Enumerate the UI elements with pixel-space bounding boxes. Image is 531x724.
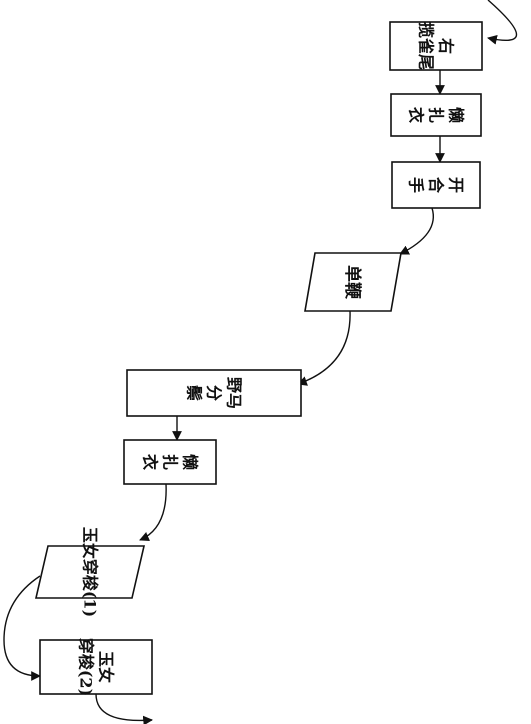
step-label-s2: 懒扎衣 <box>406 107 465 123</box>
arrow-s4-s5 <box>297 310 351 386</box>
step-box-s2 <box>390 93 482 137</box>
step-box-s1 <box>389 21 483 71</box>
step-s7: 玉女穿梭(1) <box>34 527 146 617</box>
arrow-start-s1 <box>487 0 517 45</box>
step-label-s1: 右揽雀尾 <box>416 22 455 70</box>
step-label-line: 开 <box>446 177 465 193</box>
step-label-s7: 玉女穿梭(1) <box>80 527 99 617</box>
arrow-s8-end <box>95 693 153 724</box>
step-box-s4 <box>304 252 402 312</box>
arrow-s7-s8 <box>3 575 41 681</box>
step-label-s5: 野马分鬃 <box>184 377 243 409</box>
step-s6: 懒扎衣 <box>123 439 217 485</box>
step-box-s8 <box>39 639 153 695</box>
step-label-s6: 懒扎衣 <box>140 454 199 470</box>
arrow-s6-s7 <box>139 483 167 542</box>
step-label-line: 扎 <box>160 454 179 470</box>
step-label-line: 右 <box>436 38 455 54</box>
arrow-s3-s4 <box>399 207 434 255</box>
step-label-line: 衣 <box>140 454 159 470</box>
step-box-s5 <box>126 369 302 417</box>
step-label-line: 野马 <box>224 377 243 409</box>
step-label-line: 手 <box>406 177 425 193</box>
step-s5: 野马分鬃 <box>126 369 302 417</box>
step-s3: 开合手 <box>391 161 481 209</box>
step-label-line: 玉女穿梭(1) <box>80 527 99 617</box>
step-label-line: 玉女 <box>96 651 115 683</box>
step-s4: 单鞭 <box>304 252 402 312</box>
step-s1: 右揽雀尾 <box>389 21 483 71</box>
step-label-line: 懒 <box>180 454 199 470</box>
step-s2: 懒扎衣 <box>390 93 482 137</box>
step-label-line: 扎 <box>426 107 445 123</box>
step-label-s3: 开合手 <box>406 177 465 194</box>
step-label-line: 穿梭(2) <box>76 638 95 696</box>
step-label-s4: 单鞭 <box>342 265 363 300</box>
step-label-line: 分 <box>204 385 223 401</box>
step-label-s8: 玉女穿梭(2) <box>76 638 115 696</box>
step-box-s3 <box>391 161 481 209</box>
step-box-s7 <box>34 545 146 599</box>
step-box-s6 <box>123 439 217 485</box>
step-label-line: 单鞭 <box>342 265 363 300</box>
step-s8: 玉女穿梭(2) <box>39 638 153 696</box>
step-label-line: 衣 <box>406 107 425 123</box>
step-label-line: 鬃 <box>184 385 203 401</box>
step-label-line: 合 <box>426 177 445 194</box>
connectors <box>3 0 517 724</box>
step-label-line: 懒 <box>446 107 465 123</box>
step-label-line: 揽雀尾 <box>416 22 435 70</box>
